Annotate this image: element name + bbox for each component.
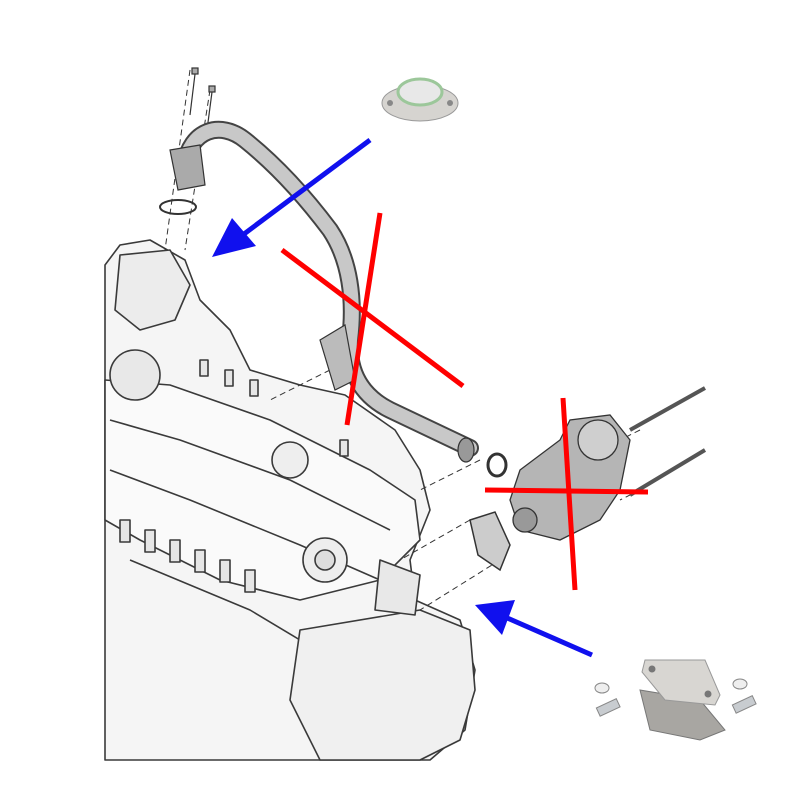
- sensor-boss: [271, 441, 309, 479]
- pipe-cross-mark: [280, 248, 465, 388]
- valve-cross-mark: [560, 397, 578, 591]
- valve-cross-mark: [484, 487, 649, 495]
- bolt-right: [731, 695, 757, 714]
- thermostat-housing: [114, 249, 191, 331]
- egr-pipe: [159, 120, 508, 478]
- blanking-plate-kit: [594, 659, 757, 741]
- washer-right: [732, 678, 748, 690]
- blanking-cap: [381, 77, 459, 122]
- egr-valve: [509, 386, 707, 541]
- pipe-cross-mark: [344, 212, 383, 426]
- engine-flange: [374, 559, 421, 616]
- pipe-screws: [189, 67, 216, 131]
- pulley-hub: [314, 549, 336, 571]
- oil-filler-cap: [109, 349, 161, 401]
- pipe-inlet-flange: [169, 144, 206, 191]
- remove-marks: [280, 212, 649, 591]
- washer-left: [594, 682, 610, 694]
- pipe-outlet-end: [457, 437, 475, 463]
- install-arrows: [212, 137, 594, 658]
- engine-block: [104, 239, 476, 761]
- arrow-plate-icon: [503, 614, 594, 658]
- egr-gasket: [469, 511, 511, 572]
- blanking-plate: [641, 659, 721, 706]
- arrow-plate-head: [475, 600, 515, 635]
- arrow-cap-head: [212, 218, 256, 257]
- bolt-row: [119, 359, 349, 593]
- timing-cover: [289, 609, 476, 761]
- outlet-seal: [486, 452, 508, 478]
- bolt-left: [595, 698, 621, 717]
- arrow-cap-icon: [238, 137, 372, 240]
- pipe-oring: [159, 199, 197, 215]
